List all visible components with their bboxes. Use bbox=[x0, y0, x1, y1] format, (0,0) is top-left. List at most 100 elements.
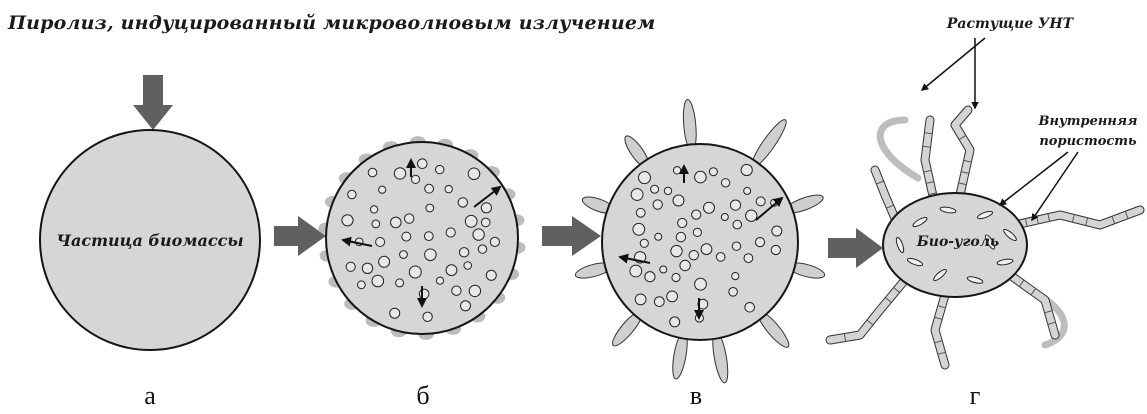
pore bbox=[772, 226, 782, 236]
pore bbox=[391, 217, 402, 228]
pore bbox=[419, 289, 429, 299]
pore bbox=[425, 249, 437, 261]
pore bbox=[730, 200, 740, 210]
pore bbox=[732, 242, 740, 250]
top-arrow bbox=[133, 75, 173, 130]
pore bbox=[372, 275, 384, 287]
pore bbox=[358, 281, 366, 289]
pore bbox=[631, 189, 643, 201]
pore bbox=[651, 185, 659, 193]
process-arrow-1 bbox=[274, 216, 326, 256]
pore bbox=[673, 195, 684, 206]
pore bbox=[660, 266, 667, 273]
panel-label-v: в bbox=[676, 381, 716, 411]
pore bbox=[436, 165, 444, 173]
pore bbox=[376, 238, 385, 247]
pore bbox=[409, 266, 421, 278]
pore bbox=[469, 285, 480, 296]
pore bbox=[672, 273, 680, 281]
pore bbox=[630, 265, 642, 277]
panel-label-a: а bbox=[130, 381, 170, 411]
pore bbox=[709, 168, 717, 176]
pore bbox=[746, 210, 757, 221]
annotation-internal-porosity-1: Внутренняя bbox=[1037, 114, 1137, 129]
pore bbox=[372, 220, 380, 228]
pore bbox=[452, 286, 461, 295]
pore bbox=[704, 202, 715, 213]
pore bbox=[695, 171, 707, 183]
pore bbox=[348, 190, 356, 198]
pore bbox=[459, 248, 468, 257]
pore bbox=[635, 294, 646, 305]
pore bbox=[346, 262, 355, 271]
biochar-label: Био-уголь bbox=[916, 234, 999, 250]
pore bbox=[680, 260, 690, 270]
pore bbox=[676, 232, 685, 241]
pore bbox=[486, 270, 496, 280]
pore bbox=[458, 198, 467, 207]
pore bbox=[671, 245, 682, 256]
pore bbox=[670, 317, 680, 327]
pore bbox=[741, 164, 752, 175]
pore bbox=[445, 185, 452, 192]
panel-label-b: б bbox=[403, 381, 443, 411]
pore bbox=[692, 210, 701, 219]
pore bbox=[411, 175, 419, 183]
pore bbox=[402, 232, 411, 241]
pore bbox=[645, 272, 655, 282]
pore bbox=[729, 288, 738, 297]
pore bbox=[655, 233, 662, 240]
pore bbox=[379, 186, 386, 193]
pore bbox=[362, 263, 372, 273]
pore bbox=[640, 239, 648, 247]
pore bbox=[446, 228, 455, 237]
pore bbox=[653, 200, 662, 209]
pore bbox=[721, 214, 728, 221]
pore bbox=[468, 168, 480, 180]
pore bbox=[664, 187, 671, 194]
pore bbox=[424, 232, 433, 241]
pore bbox=[478, 245, 486, 253]
pore bbox=[744, 187, 751, 194]
pore bbox=[370, 206, 377, 213]
pore bbox=[473, 229, 484, 240]
pore bbox=[633, 223, 645, 235]
pore bbox=[390, 308, 400, 318]
process-arrow-2 bbox=[542, 216, 601, 256]
pore bbox=[465, 215, 477, 227]
pore bbox=[405, 214, 414, 223]
pore bbox=[461, 301, 471, 311]
pore bbox=[732, 273, 739, 280]
pore bbox=[689, 251, 698, 260]
pore bbox=[426, 204, 434, 212]
pore bbox=[400, 251, 408, 259]
pore bbox=[436, 277, 443, 284]
pore bbox=[667, 291, 678, 302]
pore bbox=[745, 303, 755, 313]
pore bbox=[755, 238, 764, 247]
pore bbox=[394, 168, 405, 179]
pore bbox=[464, 262, 472, 270]
pore bbox=[636, 208, 645, 217]
pore bbox=[654, 297, 664, 307]
pore bbox=[396, 279, 404, 287]
pore bbox=[342, 215, 353, 226]
pore bbox=[771, 245, 780, 254]
annotation-internal-porosity-2: пористость bbox=[1039, 134, 1137, 149]
pore bbox=[423, 312, 432, 321]
pore bbox=[490, 237, 499, 246]
pore bbox=[446, 265, 457, 276]
pore bbox=[481, 218, 490, 227]
pore bbox=[701, 244, 712, 255]
annotation-growing-cnt: Растущие УНТ bbox=[946, 16, 1075, 32]
pore bbox=[695, 278, 707, 290]
pore bbox=[425, 184, 434, 193]
pore bbox=[744, 254, 753, 263]
pore bbox=[481, 203, 491, 213]
pore bbox=[639, 172, 651, 184]
pore bbox=[368, 168, 377, 177]
pore bbox=[756, 197, 765, 206]
pore bbox=[418, 159, 428, 169]
pore bbox=[716, 253, 725, 262]
